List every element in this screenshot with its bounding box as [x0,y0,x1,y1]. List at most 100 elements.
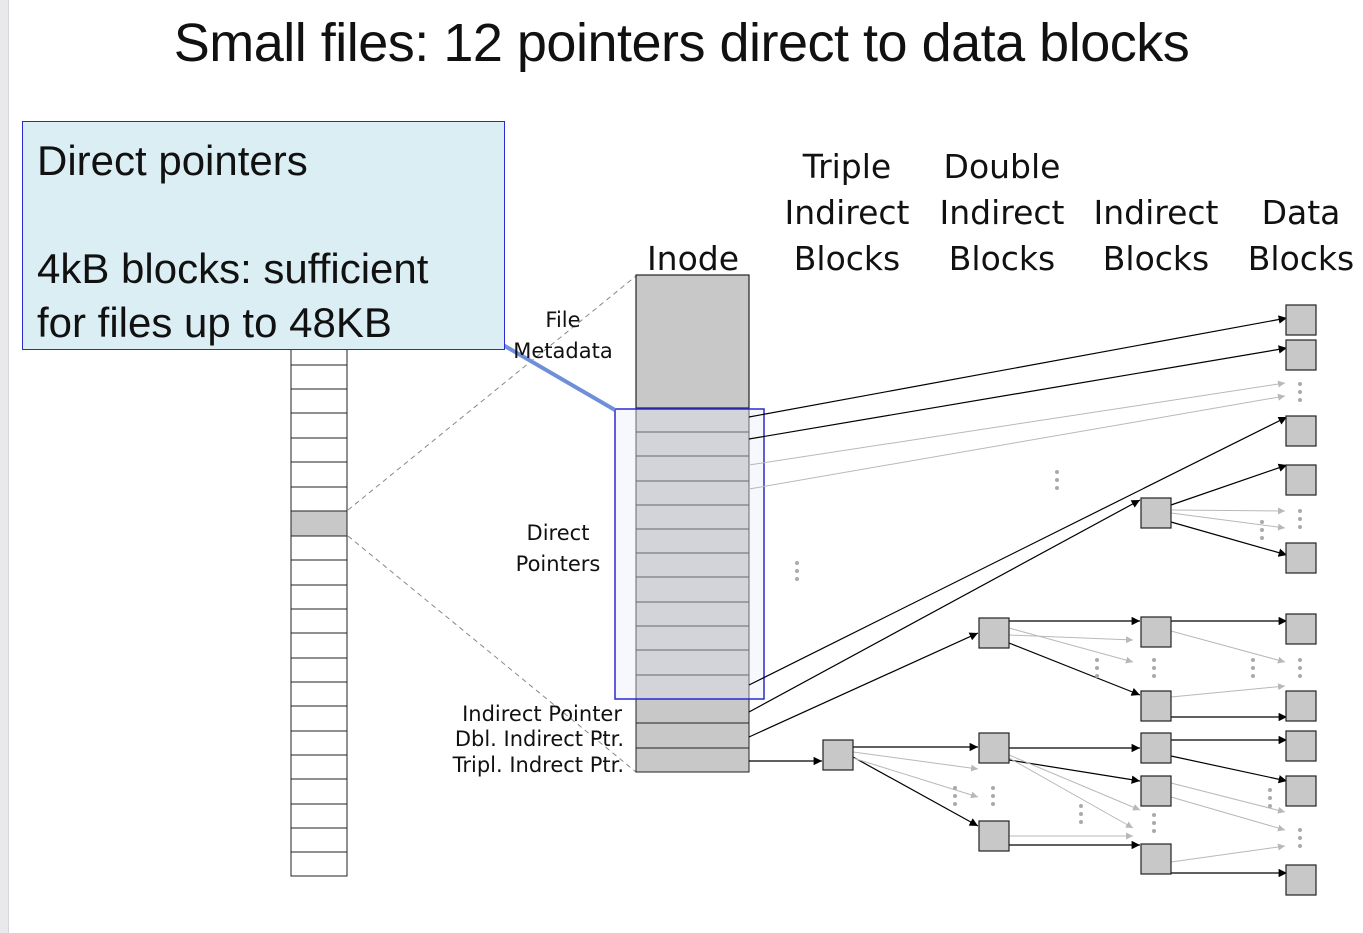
ellipsis-dot [1298,509,1302,513]
direct-pointers-callout: Direct pointers 4kB blocks: sufficient f… [22,121,505,350]
inode-pointer-slot [635,431,750,457]
inode-pointer-slot [635,455,750,482]
left-edge-rule [0,0,9,933]
indirect-block [1140,616,1172,648]
indirect-block [1140,690,1172,722]
ellipsis-dot [795,561,799,565]
inode-pointer-slots [635,407,750,773]
disk-block [290,705,348,732]
ellipsis-dot [1251,658,1255,662]
faint-pointer-arrow [1170,512,1286,531]
indirect-block [1140,497,1172,529]
pointer-arrow [1170,463,1288,506]
ellipsis-dot [953,794,957,798]
ellipsis-dot [953,786,957,790]
ellipsis-dot [1268,804,1272,808]
ellipsis-dot [1251,674,1255,678]
ellipsis-dot [1298,398,1302,402]
disk-block [290,754,348,780]
disk-block [290,388,348,414]
faint-pointer-arrow [1170,683,1286,698]
ellipsis-dot [1268,788,1272,792]
faint-pointer-arrow [748,380,1286,466]
inode-metadata-block [635,274,750,409]
faint-pointer-arrow [852,757,979,799]
ellipsis-dot [1095,658,1099,662]
file-metadata-label-1: File [545,308,580,332]
double-header-1: Double [944,147,1061,186]
data-block [1285,690,1317,722]
ellipsis-dot [1260,520,1264,524]
projection-lines [347,275,637,773]
ellipsis-dot [1260,528,1264,532]
pointer-arrow [748,499,1141,713]
ellipsis-dot [1298,844,1302,848]
ellipsis-dot [1298,658,1302,662]
disk-block [290,437,348,463]
direct-pointers-highlight [614,408,765,700]
double-header-3: Blocks [949,239,1055,278]
ellipsis-dot [1251,666,1255,670]
inode-pointer-slot [635,698,750,724]
ellipsis-dot [1298,382,1302,386]
faint-pointer-arrow [1008,754,1141,811]
data-header-1: Data [1262,193,1341,232]
ellipsis-dot [991,794,995,798]
ellipsis-dot [795,577,799,581]
data-block [1285,339,1317,371]
faint-pointer-arrow [1170,843,1286,863]
triple-header-3: Blocks [794,239,900,278]
ellipsis-dot [1079,804,1083,808]
ellipsis-dots [795,382,1302,848]
disk-block [290,851,348,877]
inode-pointer-slot [635,528,750,554]
data-block [1285,415,1317,447]
direct-pointers-label-2: Pointers [516,552,601,576]
disk-block [290,461,348,488]
indirect-pointer-label: Indirect Pointer [462,702,622,726]
slide-title: Small files: 12 pointers direct to data … [173,13,1190,73]
disk-block [290,827,348,853]
ellipsis-dot [1055,478,1059,482]
disk-block [290,364,348,390]
disk-block [290,803,348,829]
data-header-2: Blocks [1248,239,1354,278]
pointer-arrow [1008,759,1141,784]
faint-pointer-arrow [1008,627,1134,664]
direct-pointers-label-1: Direct [527,521,590,545]
disk-block [290,730,348,756]
ellipsis-dot [991,802,995,806]
callout-line-1: 4kB blocks: sufficient [37,245,429,292]
file-metadata-label-2: Metadata [513,339,612,363]
ellipsis-dot [1152,813,1156,817]
double-header-2: Indirect [940,193,1065,232]
ellipsis-dot [1298,666,1302,670]
callout-spacer [37,188,490,242]
data-block [1285,864,1317,896]
pointer-arrow [748,315,1288,418]
faint-pointer-arrow [1008,634,1134,644]
disk-block [290,584,348,610]
ellipsis-dot [953,802,957,806]
inode-pointer-slot [635,747,750,773]
disk-block [290,535,348,561]
data-block [1285,775,1317,807]
triple-header-1: Triple [802,147,891,186]
disk-block [290,681,348,707]
ellipsis-dot [1152,674,1156,678]
ellipsis-dot [1152,658,1156,662]
inode-pointer-slot [635,552,750,578]
ellipsis-dot [1152,829,1156,833]
faint-pointer-arrow [1008,757,1134,829]
ellipsis-dot [1055,486,1059,490]
ellipsis-dot [1095,666,1099,670]
disk-block [290,412,348,439]
indirect-header-1: Indirect [1094,193,1219,232]
ellipsis-dot [1260,536,1264,540]
inode-pointer-slot [635,480,750,506]
triple-indirect-block [822,739,854,771]
pointer-arrows [748,315,1288,878]
double-indirect-block [978,617,1010,649]
data-block [1285,730,1317,762]
inode-pointer-slot [635,722,750,749]
